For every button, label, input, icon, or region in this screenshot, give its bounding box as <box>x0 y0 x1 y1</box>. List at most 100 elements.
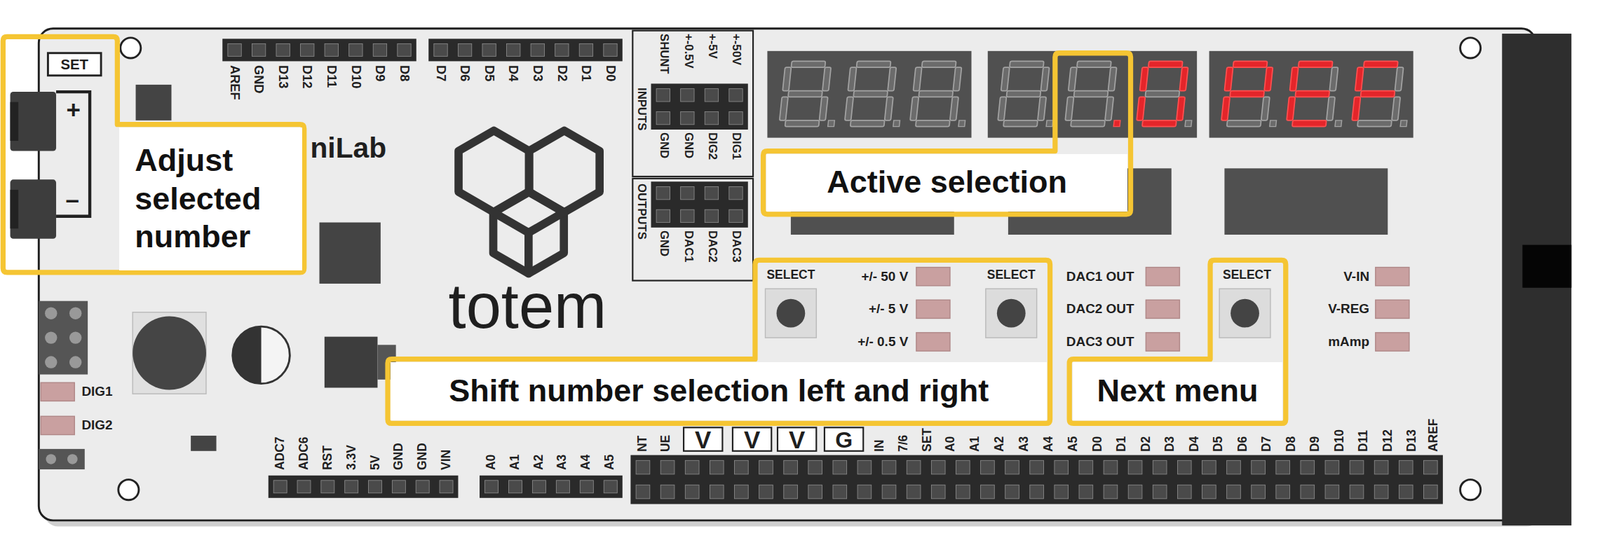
pin-label: D5 <box>1212 436 1225 453</box>
callout-box: Next menu <box>1072 362 1284 421</box>
pin <box>1226 485 1242 500</box>
segment <box>1329 67 1338 92</box>
pin <box>1177 485 1192 500</box>
pin <box>680 89 695 102</box>
digit <box>1285 60 1348 127</box>
pin-label: SHUNT <box>658 33 671 75</box>
segment <box>1070 120 1105 127</box>
pin-header <box>428 38 623 61</box>
pin <box>680 111 695 125</box>
pin <box>603 480 618 494</box>
segment <box>1142 120 1177 127</box>
pin-label: D7 <box>1261 436 1274 453</box>
segment <box>1107 67 1117 92</box>
pin <box>955 485 970 500</box>
pin <box>832 485 847 500</box>
segment <box>1040 67 1049 92</box>
button-label: SELECT <box>987 269 1036 282</box>
key-letter: G <box>835 429 853 452</box>
pin <box>368 480 383 494</box>
pin <box>955 460 970 475</box>
pin-label: DAC2 <box>706 230 718 263</box>
pin <box>1079 460 1094 475</box>
segment <box>1394 67 1403 92</box>
pin-label: D12 <box>1381 429 1394 453</box>
segment <box>1065 96 1074 121</box>
pin <box>530 43 545 57</box>
segment <box>1229 91 1265 98</box>
select-buttons <box>765 288 1271 338</box>
minus-sign: – <box>65 187 80 213</box>
segment <box>844 96 854 121</box>
pin <box>704 186 718 200</box>
segment <box>1140 67 1149 92</box>
pin-label: D13 <box>1406 429 1419 453</box>
segment <box>952 67 962 92</box>
decimal-point <box>1113 120 1121 127</box>
segment <box>1148 60 1183 68</box>
pin <box>321 480 335 494</box>
pin <box>759 485 774 500</box>
decimal-point <box>828 120 836 127</box>
pin-label: GND <box>393 443 406 472</box>
pin-label: 3.3V <box>345 445 358 472</box>
pin <box>1300 460 1315 475</box>
pin-label: D2 <box>1140 436 1152 453</box>
pin <box>300 43 315 57</box>
segment <box>1006 91 1041 98</box>
pin <box>1152 485 1167 500</box>
pin-label: A3 <box>1018 436 1030 453</box>
digit <box>909 60 972 127</box>
pin <box>1202 485 1217 500</box>
decimal-point <box>1269 120 1277 127</box>
pin <box>1005 460 1020 475</box>
pin <box>1251 485 1266 500</box>
pin-label: D13 <box>276 65 290 89</box>
pin <box>980 485 995 500</box>
callout-box: Shift number selection left and right <box>390 362 1047 421</box>
pin <box>251 43 266 57</box>
segment <box>950 96 959 121</box>
pin-label: D12 <box>300 65 314 89</box>
supply-label: V-REG <box>1327 302 1370 317</box>
push-buttons <box>10 91 57 240</box>
pin-label: GND <box>252 65 266 94</box>
pin <box>759 460 774 475</box>
pin-label: AREF <box>1427 419 1440 453</box>
pin <box>882 460 897 475</box>
pin-label: GND <box>417 443 430 472</box>
pin <box>556 480 570 494</box>
pin-header <box>630 455 1443 505</box>
pin-label: A1 <box>969 436 982 453</box>
pin-header <box>268 476 459 499</box>
pin-label: +-5V <box>706 33 718 59</box>
pin-label: VIN <box>440 450 453 471</box>
led-label: DIG1 <box>81 385 113 399</box>
pin <box>1079 485 1094 500</box>
pin-label: D3 <box>531 65 545 82</box>
decimal-point <box>958 120 966 127</box>
pin <box>808 485 823 500</box>
pin <box>906 485 921 500</box>
pin <box>660 485 675 500</box>
digit <box>1220 60 1283 127</box>
pin <box>729 186 743 200</box>
pin <box>349 43 363 57</box>
segment <box>915 120 951 127</box>
pin <box>635 460 650 475</box>
pin-label: D5 <box>483 65 496 82</box>
key-letter: V <box>788 427 805 453</box>
button-label: SELECT <box>1222 269 1272 282</box>
callout-text: Active selection <box>826 163 1068 202</box>
pin-label: D9 <box>1309 436 1322 453</box>
pin <box>1005 485 1020 500</box>
pin <box>397 43 411 57</box>
segment <box>819 96 829 121</box>
pin-label: AREF <box>228 65 242 101</box>
segment <box>1326 96 1335 121</box>
pin <box>709 485 724 500</box>
pin-label: A1 <box>509 455 521 471</box>
pin <box>532 480 546 494</box>
segment <box>1068 67 1077 92</box>
pin <box>1349 460 1364 475</box>
